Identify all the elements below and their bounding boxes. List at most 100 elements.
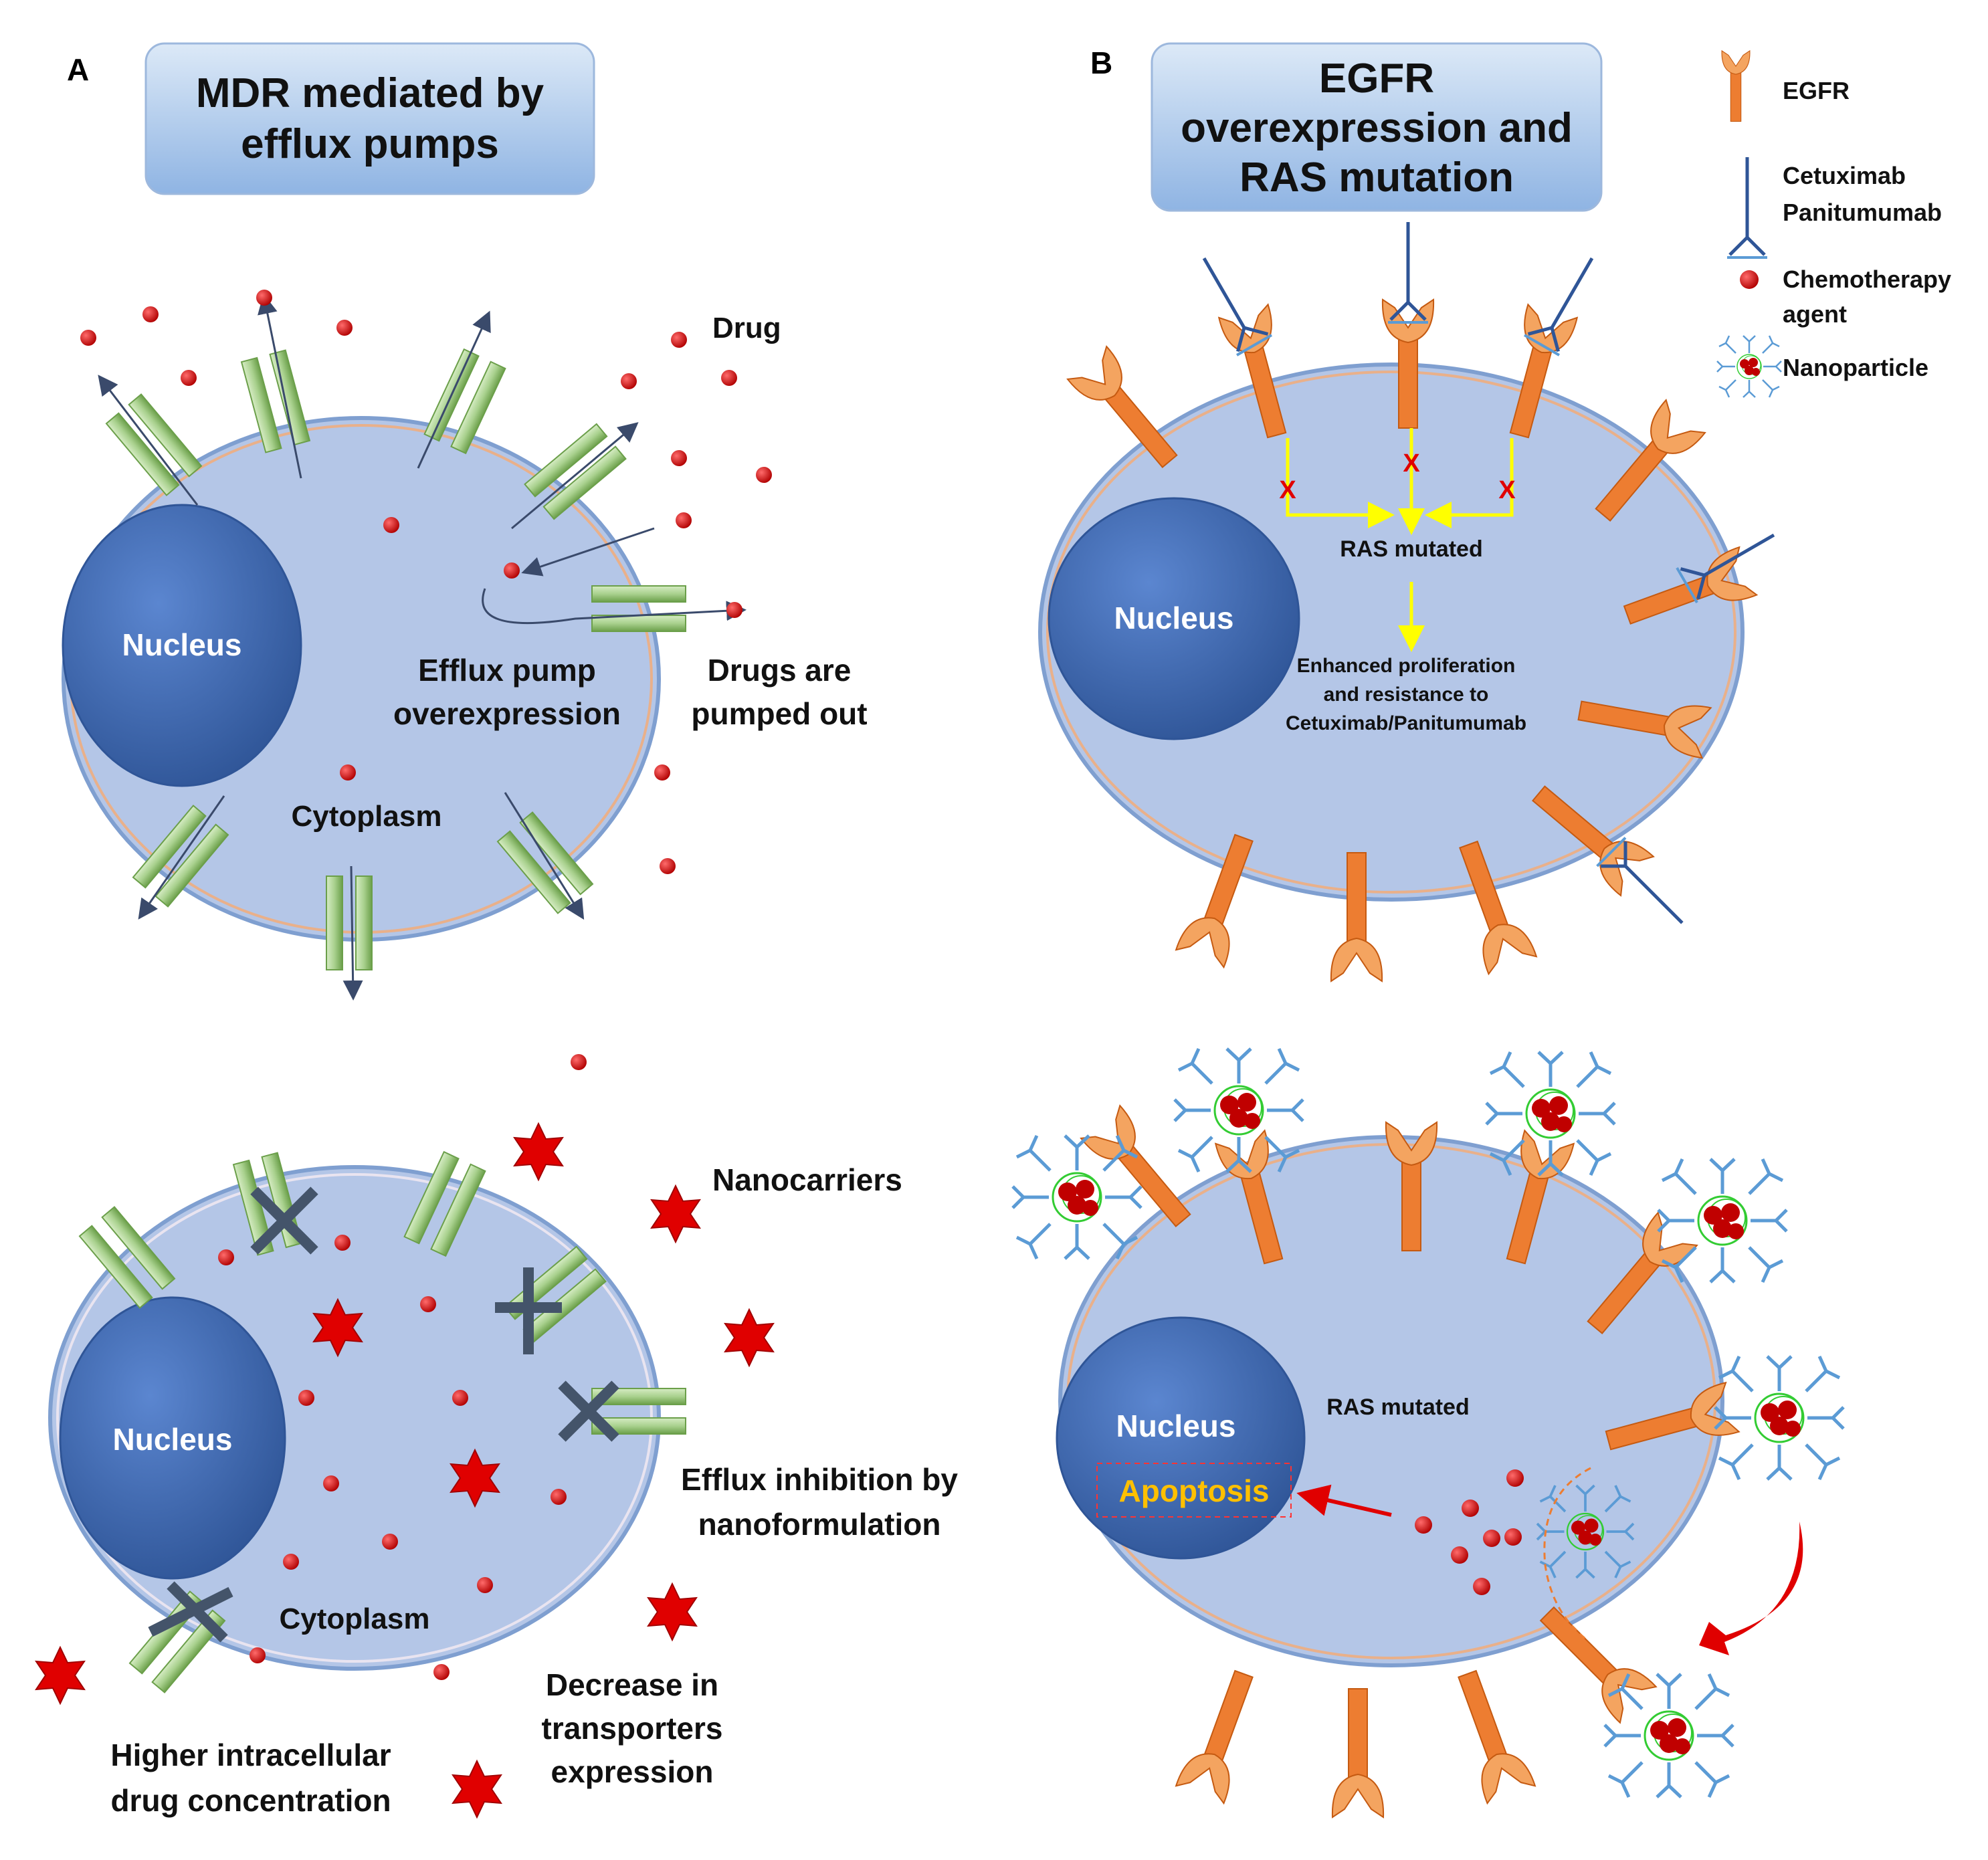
panel-b-block-mark-3: X <box>1498 476 1516 504</box>
drug-dot <box>383 517 399 533</box>
egfr-receptor <box>1442 1664 1536 1804</box>
egfr-receptor <box>1175 1664 1269 1804</box>
legend-antibody-label-1: Cetuximab <box>1783 162 1906 189</box>
panel-a-nanocarriers-label: Nanocarriers <box>712 1162 902 1197</box>
drug-dot <box>671 450 687 466</box>
panel-b-released-drugs <box>1415 1469 1524 1595</box>
drug-dot <box>654 764 670 781</box>
panel-a-title-line2: efflux pumps <box>241 121 499 167</box>
drug-dot <box>571 1054 587 1070</box>
drug-dot <box>1483 1530 1500 1547</box>
drug-dot <box>1506 1469 1524 1487</box>
panel-a-efflux-label-2: overexpression <box>393 696 621 731</box>
egfr-receptor <box>1080 1105 1203 1238</box>
panel-b-top-cell <box>1038 363 1745 902</box>
legend-egfr-label: EGFR <box>1783 77 1850 104</box>
inhibition-cross <box>558 1380 619 1442</box>
drug-dot <box>504 562 520 579</box>
panel-a-top-cytoplasm: Cytoplasm <box>292 800 442 833</box>
drug-dot <box>298 1390 314 1406</box>
legend-egfr-icon <box>1721 50 1751 122</box>
drug-dot <box>80 330 96 346</box>
drug-dot <box>142 306 159 322</box>
apoptosis-box <box>1096 1463 1292 1518</box>
panel-b-legend: EGFR Cetuximab Panitumumab Chemotherapy … <box>1716 50 1951 399</box>
drug-dot <box>477 1577 493 1593</box>
panel-b-internalization-arrow <box>1699 1522 1803 1655</box>
drug-dot <box>676 512 692 528</box>
nanoparticle <box>1715 1356 1844 1479</box>
panel-a-pumped-label-1: Drugs are <box>708 653 852 688</box>
panel-a-top-nucleus: Nucleus <box>62 504 302 787</box>
panel-a-title-box: MDR mediated by efflux pumps <box>144 42 595 195</box>
drug-dot <box>218 1249 234 1265</box>
panel-a-higher-label-2: drug concentration <box>110 1783 391 1818</box>
panel-a-title-line1: MDR mediated by <box>196 70 544 116</box>
panel-b-endocytosis-path <box>1543 1467 1591 1640</box>
nanoparticle <box>1486 1052 1615 1175</box>
panel-a-decrease-label-1: Decrease in <box>546 1667 718 1702</box>
panel-a-pumped-label-2: pumped out <box>691 696 867 731</box>
panel-b-bottom-nucleus-label: Nucleus <box>1116 1409 1236 1443</box>
drug-dot <box>721 370 737 386</box>
nanocarrier-star <box>452 1760 502 1818</box>
drug-dot <box>256 290 272 306</box>
panel-a-decrease-label-3: expression <box>551 1754 714 1789</box>
panel-a-inhibition-label-1: Efflux inhibition by <box>681 1462 958 1497</box>
inhibition-cross <box>495 1267 562 1354</box>
legend-nanoparticle-icon <box>1716 334 1783 399</box>
panel-b-letter: B <box>1090 45 1112 80</box>
inhibition-cross <box>148 1581 233 1643</box>
legend-antibody-icon <box>1727 157 1767 257</box>
drug-dot <box>336 320 353 336</box>
drug-dot <box>671 332 687 348</box>
panel-a-efflux-label-1: Efflux pump <box>418 653 596 688</box>
nanocarrier-star <box>651 1185 700 1243</box>
panel-a-inhibition-label-2: nanoformulation <box>698 1507 941 1542</box>
panel-a-drug-label: Drug <box>712 312 781 344</box>
panel-a-bottom-nucleus: Nucleus <box>59 1296 286 1580</box>
nanocarrier-star <box>35 1647 85 1704</box>
drug-dot <box>1504 1528 1522 1546</box>
panel-b-bottom-nucleus: Nucleus Apoptosis <box>1056 1316 1306 1560</box>
egfr-receptor <box>1331 1688 1385 1818</box>
nanoparticle <box>1658 1159 1787 1282</box>
drug-dot <box>1462 1500 1479 1517</box>
inhibition-cross <box>250 1186 318 1255</box>
panel-b-outcome-label-1: Enhanced proliferation <box>1297 655 1516 677</box>
panel-b-title-line3: RAS mutation <box>1239 154 1514 201</box>
drug-dot <box>551 1489 567 1505</box>
panel-a-top-drugs <box>80 290 772 874</box>
drug-dot <box>1451 1546 1468 1564</box>
panel-b-top-nucleus: Nucleus <box>1048 497 1300 740</box>
drug-dot <box>283 1554 299 1570</box>
nanocarrier-star <box>514 1123 563 1180</box>
panel-b-title-box: EGFR overexpression and RAS mutation <box>1151 42 1603 212</box>
panel-b-signal-arrows <box>1286 428 1514 652</box>
panel-b-outcome-label-2: and resistance to <box>1324 684 1489 706</box>
drug-dot <box>334 1235 351 1251</box>
drug-dot <box>420 1296 436 1312</box>
drug-dot <box>250 1647 266 1663</box>
panel-b-block-mark-1: X <box>1279 476 1296 504</box>
panel-a-bottom-cytoplasm: Cytoplasm <box>280 1603 430 1635</box>
panel-a-inhibition-crosses <box>148 1186 619 1643</box>
legend-nanoparticle-label: Nanoparticle <box>1783 354 1928 381</box>
drug-dot <box>726 602 742 618</box>
nanoparticle <box>1175 1049 1303 1172</box>
drug-dot <box>433 1664 450 1680</box>
panel-b-block-mark-2: X <box>1403 449 1420 478</box>
legend-antibody-label-2: Panitumumab <box>1783 199 1942 226</box>
drug-dot <box>756 467 772 483</box>
panel-b-title-line2: overexpression and <box>1181 105 1573 151</box>
nanocarrier-star <box>648 1583 697 1641</box>
legend-chemo-label-2: agent <box>1783 300 1847 328</box>
drug-dot <box>340 764 356 781</box>
panel-a-decrease-label-2: transporters <box>542 1711 723 1746</box>
legend-chemo-icon <box>1740 270 1759 289</box>
panel-b-apoptosis-arrow <box>1296 1484 1392 1517</box>
panel-a-efflux-arrows <box>98 294 747 1001</box>
drug-dot <box>382 1534 398 1550</box>
